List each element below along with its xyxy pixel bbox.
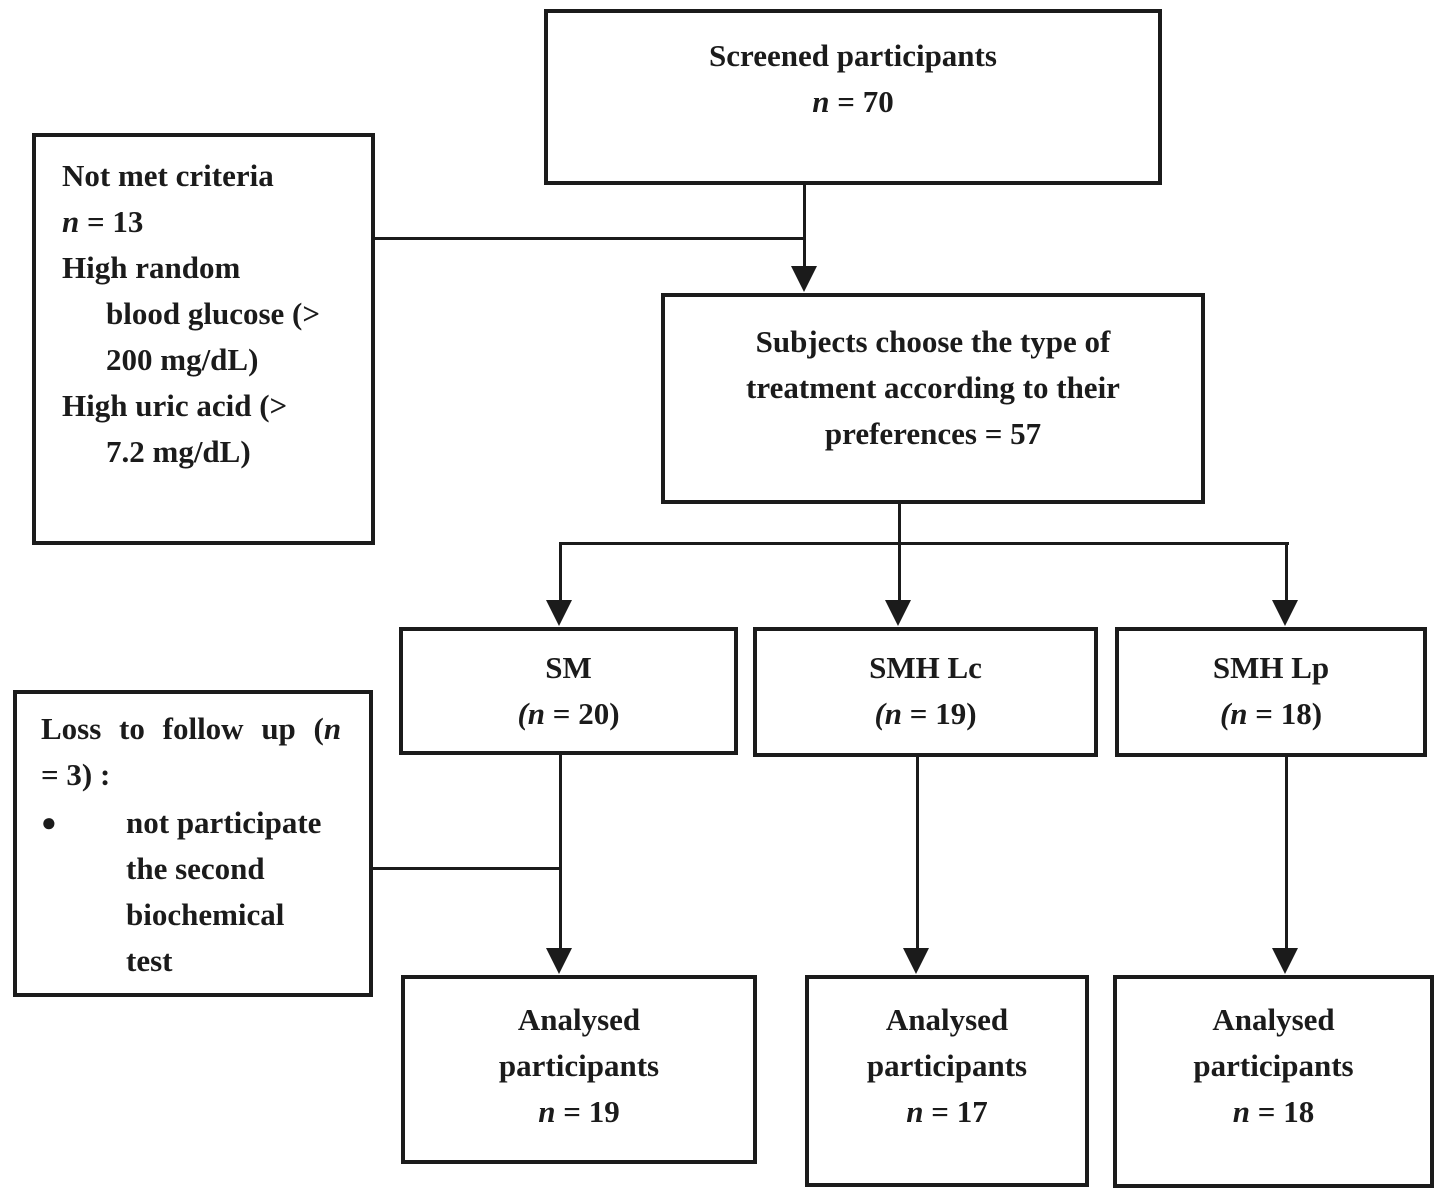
box-text-line: (n = 18) (1219, 696, 1323, 731)
box-analysed-smh-lp: Analysed participants n = 18 (1113, 975, 1434, 1188)
box-text-line: n = 70 (812, 84, 894, 119)
box-not-met-criteria: Not met criteria n = 13 High random bloo… (32, 133, 375, 545)
box-text-line: biochemical (126, 897, 285, 932)
arrowhead-into-subjects (791, 266, 817, 292)
text-segment: n (323, 711, 342, 746)
box-text-line: Loss to follow up (n (41, 706, 363, 752)
connector-smh-lp-to-analysed (1285, 757, 1288, 948)
bullet-item: ● not participate the second biochemical… (41, 800, 363, 984)
box-text-line: the second (126, 851, 265, 886)
box-text-line: Not met criteria (62, 158, 274, 193)
box-subjects-choose-treatment: Subjects choose the type of treatment ac… (661, 293, 1205, 504)
bullet-marker: ● (41, 808, 57, 837)
box-loss-to-follow-up: Loss to follow up (n = 3) : ● not partic… (13, 690, 373, 997)
box-text-line: participants (866, 1048, 1028, 1083)
arrowhead-into-smh-lp (1272, 600, 1298, 626)
box-text-line: participants (1193, 1048, 1354, 1083)
text-segment: Loss to follow up ( (41, 711, 324, 746)
arrowhead-into-sm (546, 600, 572, 626)
connector-sm-to-analysed (559, 755, 562, 948)
connector-branch-to-sm (559, 545, 562, 602)
arrowhead-into-analysed-smh-lc (903, 948, 929, 974)
box-analysed-smh-lc: Analysed participants n = 17 (805, 975, 1089, 1187)
box-text-line: n = 19 (538, 1094, 620, 1129)
connector-branch-line (559, 542, 1289, 545)
box-text-line: Analysed (885, 1002, 1009, 1037)
box-group-sm: SM (n = 20) (399, 627, 738, 755)
box-text-line: Screened participants (709, 38, 997, 73)
box-text-line: High uric acid (> (62, 388, 288, 423)
box-text-line: blood glucose (> (106, 296, 321, 331)
box-text-line: n = 17 (906, 1094, 988, 1129)
box-group-smh-lp: SMH Lp (n = 18) (1115, 627, 1427, 757)
box-text-line: participants (498, 1048, 660, 1083)
box-text-line: test (126, 943, 173, 978)
box-text-line: (n = 19) (874, 696, 977, 731)
connector-branch-to-smh-lp (1285, 545, 1288, 602)
box-text-line: 200 mg/dL) (106, 342, 259, 377)
box-text-line: treatment according to their (746, 370, 1120, 405)
box-text-line: n = 13 (62, 204, 144, 239)
box-text-line: n = 18 (1232, 1094, 1315, 1129)
connector-loss-branch (373, 867, 562, 870)
box-text-line: preferences = 57 (824, 416, 1042, 451)
connector-screened-to-subjects (803, 185, 806, 268)
box-text-line: High random (62, 250, 241, 285)
arrowhead-into-analysed-smh-lp (1272, 948, 1298, 974)
box-text-line: 7.2 mg/dL) (106, 434, 251, 469)
box-text-line: SMH Lc (869, 650, 982, 685)
box-screened-participants: Screened participants n = 70 (544, 9, 1162, 185)
arrowhead-into-analysed-sm (546, 948, 572, 974)
bullet-text: not participate the second biochemical t… (126, 800, 363, 984)
connector-branch-to-smh-lc (898, 545, 901, 602)
box-text-line: Analysed (517, 1002, 641, 1037)
box-text-line: (n = 20) (517, 696, 620, 731)
box-text-line: SMH Lp (1212, 650, 1330, 685)
box-text-line: = 3) : (41, 757, 111, 792)
arrowhead-into-smh-lc (885, 600, 911, 626)
connector-smh-lc-to-analysed (916, 757, 919, 948)
box-text-line: SM (545, 650, 592, 685)
connector-subjects-stub (898, 504, 901, 545)
box-text-line: Subjects choose the type of (755, 324, 1111, 359)
box-text-line: not participate (126, 805, 322, 840)
box-group-smh-lc: SMH Lc (n = 19) (753, 627, 1098, 757)
box-analysed-sm: Analysed participants n = 19 (401, 975, 757, 1164)
box-text-line: Analysed (1212, 1002, 1335, 1037)
connector-notmet-branch (375, 237, 805, 240)
